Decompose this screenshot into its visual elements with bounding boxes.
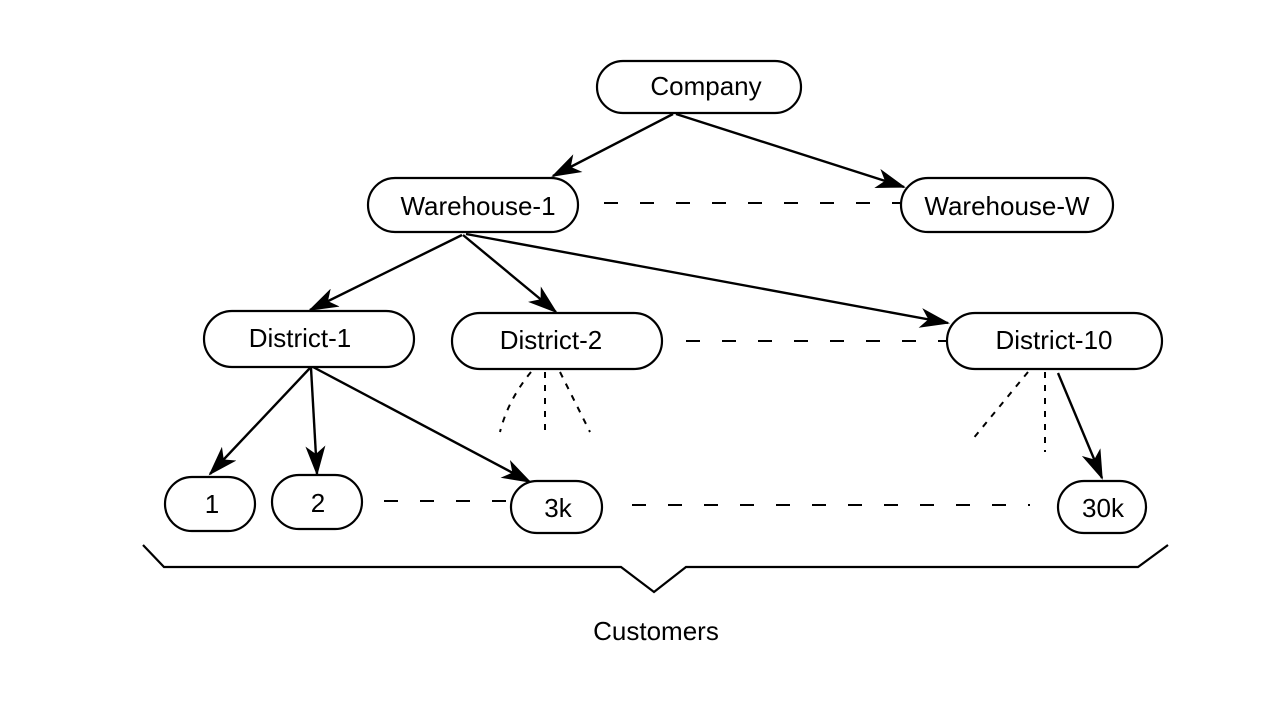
node-district-2-label: District-2 xyxy=(500,325,603,355)
node-customer-2-label: 2 xyxy=(311,488,325,518)
node-customer-2: 2 xyxy=(270,473,364,531)
edge-warehouse-1-district-2 xyxy=(462,234,558,314)
node-warehouse-1: Warehouse-1 xyxy=(366,176,580,234)
customers-brace xyxy=(142,544,1169,594)
node-district-2: District-2 xyxy=(450,311,664,371)
node-warehouse-1-label: Warehouse-1 xyxy=(400,191,555,221)
fanout-district-10-left xyxy=(971,371,1029,441)
edge-district-10-customer-30k xyxy=(1056,372,1104,480)
node-customer-3k-label: 3k xyxy=(544,493,572,523)
customers-caption: Customers xyxy=(593,616,719,646)
node-customer-1-label: 1 xyxy=(205,489,219,519)
node-district-10: District-10 xyxy=(945,311,1164,371)
edge-warehouse-1-district-1 xyxy=(308,233,463,312)
node-district-1: District-1 xyxy=(202,309,416,369)
node-district-1-label: District-1 xyxy=(249,323,352,353)
node-warehouse-w: Warehouse-W xyxy=(899,176,1115,234)
node-company: Company xyxy=(595,59,803,115)
node-company-label: Company xyxy=(650,71,761,101)
edge-district-1-customer-3k xyxy=(312,365,532,484)
fanout-district-2-left xyxy=(499,371,532,433)
node-customer-30k-label: 30k xyxy=(1082,493,1125,523)
node-warehouse-w-label: Warehouse-W xyxy=(924,191,1090,221)
edge-district-1-customer-2 xyxy=(305,367,326,476)
edge-company-warehouse-w xyxy=(675,112,906,189)
edge-district-1-customer-1 xyxy=(208,367,311,476)
edge-company-warehouse-1 xyxy=(551,112,674,178)
edge-warehouse-1-district-10 xyxy=(465,232,950,328)
node-district-10-label: District-10 xyxy=(995,325,1112,355)
node-customer-30k: 30k xyxy=(1056,479,1148,535)
node-customer-3k: 3k xyxy=(509,479,604,535)
fanout-district-2-right xyxy=(559,371,591,433)
node-customer-1: 1 xyxy=(163,475,257,533)
